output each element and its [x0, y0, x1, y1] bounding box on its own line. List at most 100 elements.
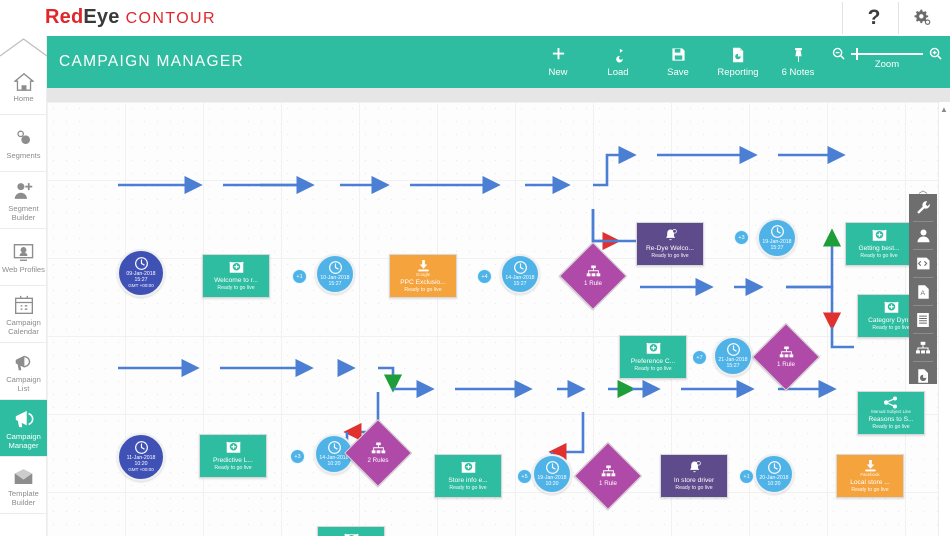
node-status: Ready to go live	[860, 253, 898, 259]
node-title: Getting best...	[858, 245, 900, 252]
sidebar-item-template-builder[interactable]: Template Builder	[0, 457, 47, 514]
save-button[interactable]: Save	[648, 40, 708, 78]
timer-line: 15:27	[328, 281, 342, 287]
sidebar-item-campaign-manager[interactable]: Campaign Manager	[0, 400, 47, 457]
sidebar-item-campaign-list[interactable]: Campaign List	[0, 343, 47, 400]
node-subtitle: Facebook	[860, 472, 880, 477]
zoom-in-icon[interactable]	[929, 47, 942, 60]
rail-collapse-icon[interactable]: ︿	[918, 184, 928, 195]
rail-person-button[interactable]	[909, 222, 937, 249]
reporting-button[interactable]: Reporting	[708, 40, 768, 78]
settings-button[interactable]	[896, 2, 950, 34]
timer-line: GMT +00:00	[128, 467, 154, 473]
sidebar-roof-decoration	[0, 36, 47, 58]
template-builder-icon	[13, 464, 34, 486]
save-label: Save	[667, 67, 689, 78]
new-label: New	[548, 67, 568, 78]
notes-label: 6 Notes	[781, 67, 815, 78]
load-button[interactable]: Load	[588, 40, 648, 78]
rule-node[interactable]: 1 Rule	[752, 323, 820, 391]
node-title: Preference C...	[630, 358, 676, 365]
timer-line: 09-Jan-2018	[126, 271, 156, 277]
campaign-node[interactable]: Store info e...Ready to go live	[434, 454, 502, 498]
sidebar-item-campaign-calendar[interactable]: Campaign Calendar	[0, 286, 47, 343]
campaign-node[interactable]: Why Shop Onl...Ready to go live	[317, 526, 385, 536]
timer-line: 21-Jan-2018	[718, 356, 748, 363]
step-count-badge[interactable]: +3	[734, 230, 749, 245]
campaign-list-icon	[13, 350, 34, 372]
zoom-out-icon[interactable]	[832, 47, 845, 60]
rail-code-tag-button[interactable]	[909, 250, 937, 277]
timer-line: 15:27	[134, 277, 148, 284]
rule-node[interactable]: 1 Rule	[574, 442, 642, 510]
new-button[interactable]: New	[528, 40, 588, 78]
step-count-badge[interactable]: +1	[292, 269, 307, 284]
notes-button[interactable]: 6 Notes	[768, 40, 828, 78]
sidebar-item-segment-builder[interactable]: Segment Builder	[0, 172, 47, 229]
node-status: Ready to go live	[675, 485, 713, 491]
email-icon	[871, 228, 888, 243]
campaign-node[interactable]: Predictive L...Ready to go live	[199, 434, 267, 478]
step-count-badge[interactable]: +7	[692, 350, 707, 365]
help-button[interactable]: ?	[847, 2, 901, 34]
page-title: CAMPAIGN MANAGER	[59, 53, 245, 70]
sidebar-item-web-profiles[interactable]: Web Profiles	[0, 229, 47, 286]
timer-line: 14-Jan-2018	[505, 274, 535, 281]
vertical-scrollbar[interactable]	[938, 102, 950, 536]
clock-icon	[513, 260, 527, 274]
campaign-manager-icon	[13, 407, 35, 429]
sidebar-item-label: Campaign Manager	[6, 431, 41, 450]
rule-node[interactable]: 2 Rules	[344, 419, 412, 487]
share-icon	[883, 395, 899, 410]
zoom-control[interactable]: Zoom	[832, 40, 942, 70]
sidebar-item-label: Web Profiles	[2, 265, 45, 274]
sidebar-item-home[interactable]: Home	[0, 58, 47, 115]
step-count-badge[interactable]: +4	[477, 269, 492, 284]
campaign-node[interactable]: Getting best...Ready to go live	[845, 222, 913, 266]
zoom-slider-knob[interactable]	[856, 47, 858, 60]
sidebar-item-label: Campaign List	[6, 374, 41, 393]
timer-line: GMT +00:00	[128, 283, 154, 289]
plus-icon	[551, 45, 566, 64]
calendar-icon	[14, 293, 34, 315]
clock-icon	[134, 257, 148, 270]
divider	[913, 361, 933, 362]
rail-wrench-button[interactable]	[909, 194, 937, 221]
campaign-node[interactable]: Preference C...Ready to go live	[619, 335, 687, 379]
chevron-up-icon[interactable]: ▲	[940, 104, 948, 114]
node-status: Ready to go live	[651, 253, 689, 259]
sidebar-item-segments[interactable]: Segments	[0, 115, 47, 172]
list-document-icon	[916, 312, 930, 328]
document-a-icon: A	[916, 284, 931, 300]
header-toolbar: New Load Save Reporting	[528, 40, 942, 86]
horizontal-scrollbar[interactable]	[47, 88, 950, 102]
node-status: Ready to go live	[214, 465, 252, 471]
campaign-node[interactable]: Welcome to r...Ready to go live	[202, 254, 270, 298]
rule-node[interactable]: 1 Rule	[559, 242, 627, 310]
rail-org-chart-button[interactable]	[909, 334, 937, 361]
rail-document-a-button[interactable]: A	[909, 278, 937, 305]
sidebar-item-label: Segment Builder	[8, 203, 39, 222]
rail-pie-report-button[interactable]	[909, 362, 937, 389]
campaign-node[interactable]: Re-Dye Welco...Ready to go live	[636, 222, 704, 266]
node-title: Predictive L...	[213, 457, 253, 464]
rail-list-document-button[interactable]	[909, 306, 937, 333]
step-count-badge[interactable]: +1	[739, 469, 754, 484]
step-count-badge[interactable]: +5	[517, 469, 532, 484]
step-count-badge[interactable]: +3	[290, 449, 305, 464]
logo-red: Red	[45, 6, 84, 28]
zoom-slider-track[interactable]	[851, 47, 923, 60]
